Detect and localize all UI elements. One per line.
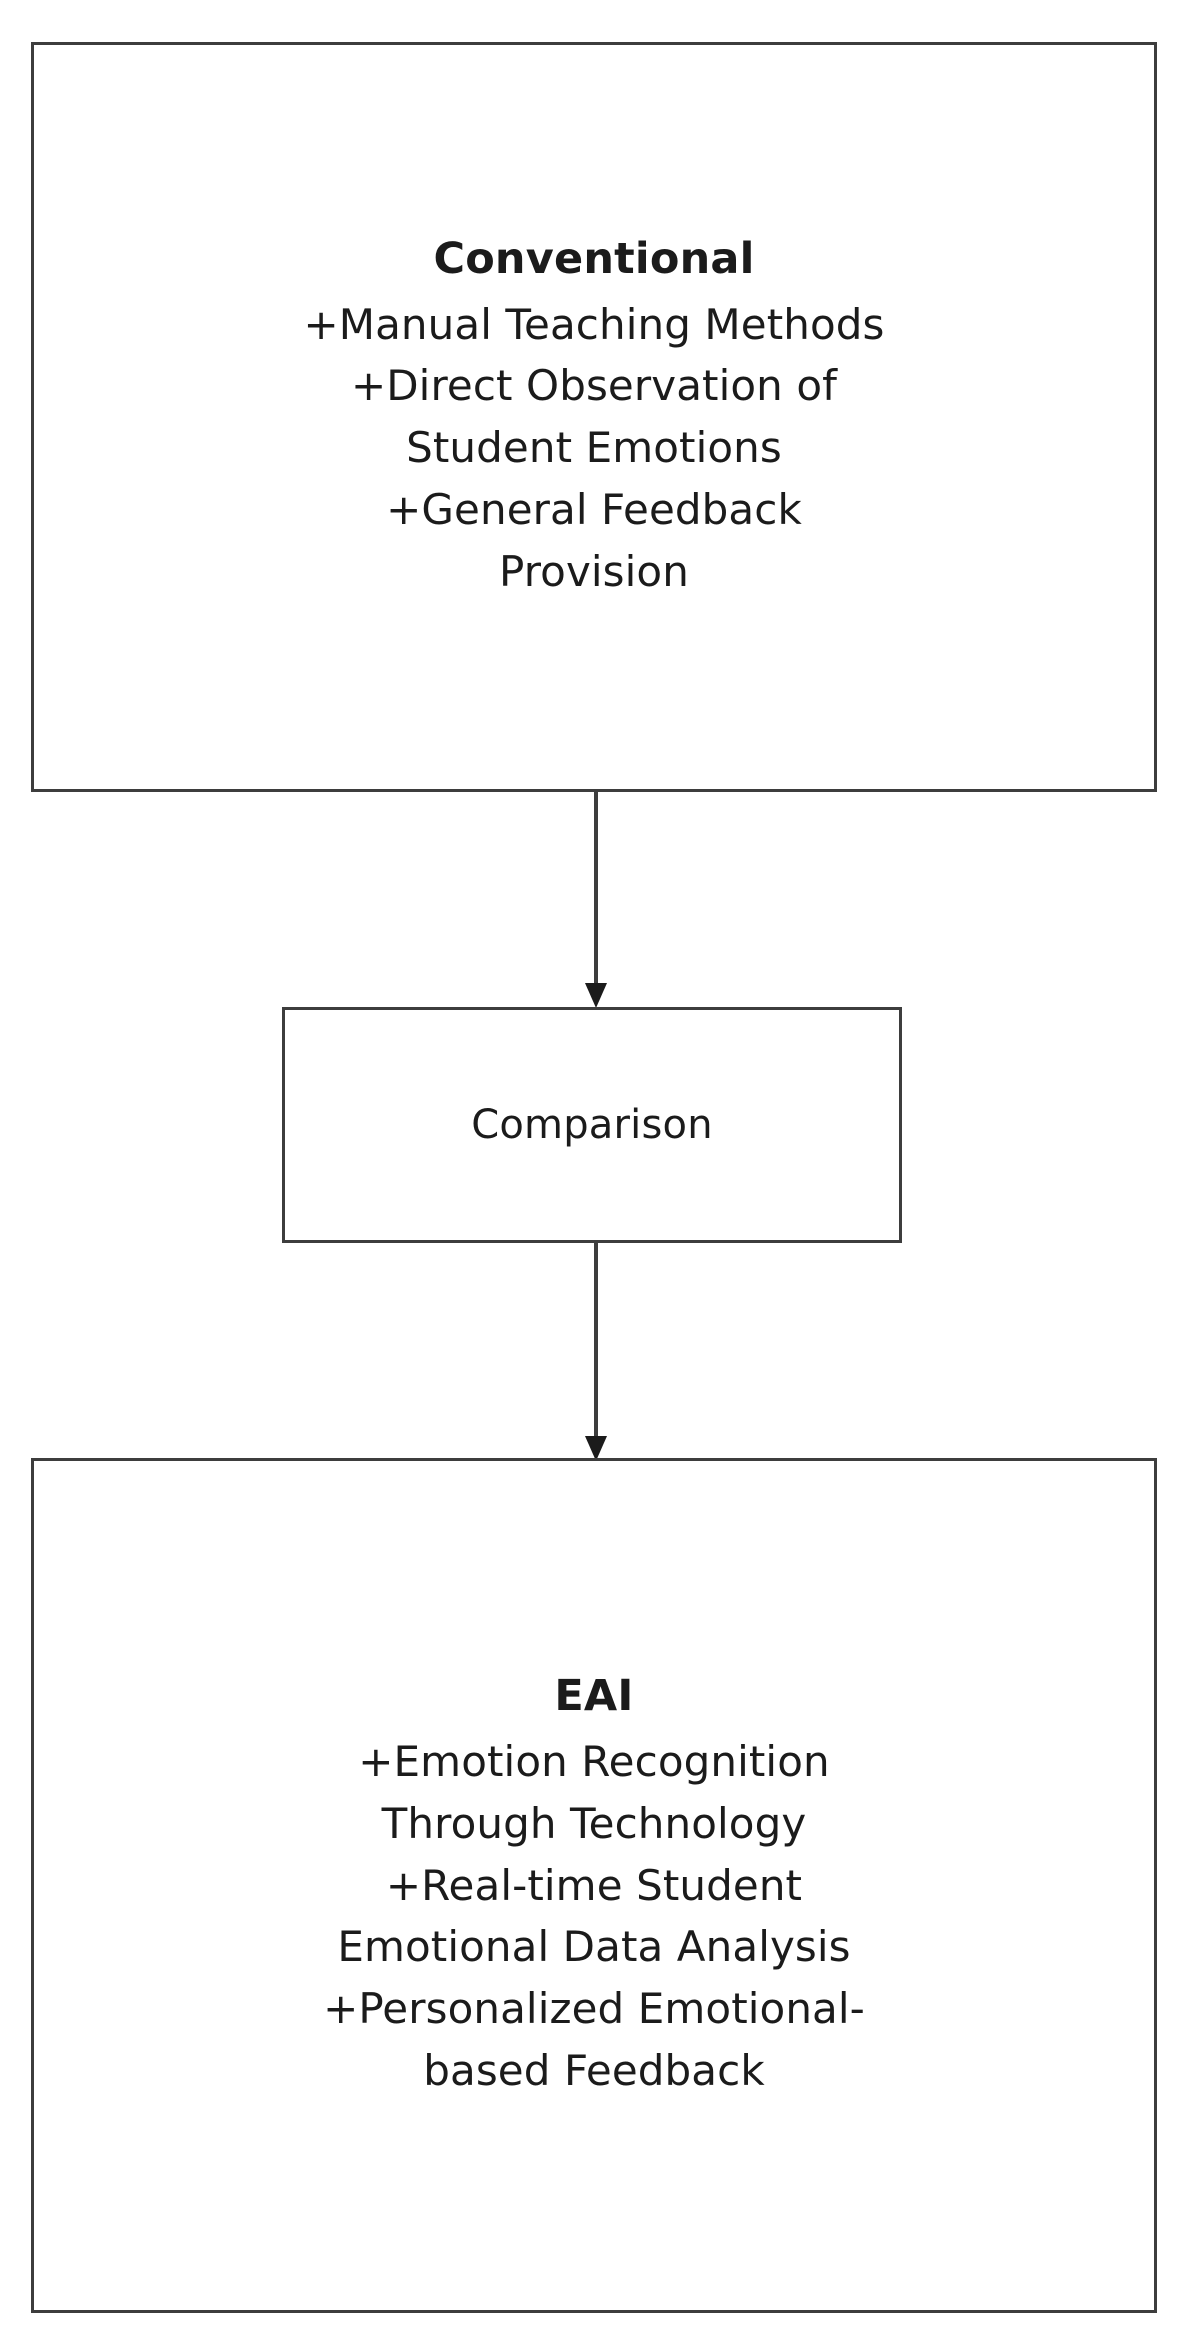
node-conventional-title: Conventional [433, 233, 755, 284]
arrow-down-icon [585, 790, 607, 1008]
node-eai-title: EAI [554, 1671, 634, 1722]
arrow-down-icon [585, 1241, 607, 1461]
node-conventional-line-2: +Direct Observation of [350, 361, 838, 411]
node-eai-line-5: +Personalized Emotional- [323, 1984, 865, 2034]
edge-conventional-comparison [570, 790, 622, 1010]
node-eai-line-4: Emotional Data Analysis [337, 1922, 851, 1972]
node-conventional-line-5: Provision [499, 546, 689, 596]
node-eai-line-1: +Emotion Recognition [358, 1737, 830, 1787]
node-conventional-features: +Manual Teaching Methods +Direct Observa… [303, 294, 884, 603]
node-eai-line-2: Through Technology [381, 1798, 807, 1848]
node-conventional-line-3: Student Emotions [406, 423, 782, 473]
node-comparison-label: Comparison [471, 1102, 713, 1148]
node-eai-line-3: +Real-time Student [385, 1860, 803, 1910]
node-eai[interactable]: EAI +Emotion Recognition Through Technol… [31, 1458, 1157, 2313]
node-eai-line-6: based Feedback [423, 2045, 765, 2095]
edge-comparison-eai [570, 1241, 622, 1463]
node-eai-features: +Emotion Recognition Through Technology … [323, 1731, 865, 2101]
node-conventional-line-1: +Manual Teaching Methods [303, 299, 885, 349]
node-conventional[interactable]: Conventional +Manual Teaching Methods +D… [31, 42, 1157, 792]
node-conventional-line-4: +General Feedback [386, 484, 802, 534]
node-comparison[interactable]: Comparison [282, 1007, 902, 1243]
